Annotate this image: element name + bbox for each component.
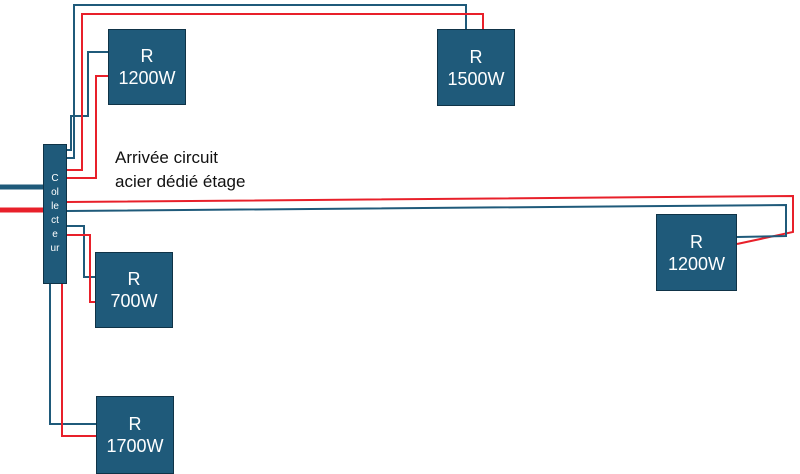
inlet-note-line2: acier dédié étage <box>115 172 246 191</box>
pipe-supply-r5 <box>49 284 96 425</box>
radiator-r2: R 1500W <box>437 29 515 106</box>
radiator-symbol: R <box>690 231 703 252</box>
collector-label-line: ol <box>51 187 59 198</box>
pipe-supply-r3 <box>66 203 787 238</box>
collector-label-line: ur <box>50 243 60 254</box>
radiator-r1: R 1200W <box>108 29 186 105</box>
radiator-r3: R 1200W <box>656 214 737 291</box>
collector-label-line: ct <box>51 215 59 226</box>
inlet-note-line1: Arrivée circuit <box>115 148 218 167</box>
radiator-r4: R 700W <box>95 252 173 328</box>
radiator-power: 1200W <box>118 68 176 88</box>
radiator-symbol: R <box>469 46 483 67</box>
radiator-power: 1500W <box>447 68 505 89</box>
pipe-return-r1 <box>67 75 108 179</box>
pipe-supply-r1 <box>67 51 108 151</box>
inlet-note: Arrivée circuit acier dédié étage <box>115 146 245 194</box>
radiator-symbol: R <box>140 46 154 66</box>
collector-label-line: e <box>52 229 58 240</box>
radiator-power: 700W <box>110 291 158 311</box>
pipe-return-r5 <box>61 284 96 437</box>
collector-label-line: C <box>51 173 59 184</box>
pipe-return-r4 <box>67 234 95 303</box>
radiator-symbol: R <box>127 269 141 289</box>
collector-manifold: C ol le ct e ur <box>43 144 67 284</box>
pipe-return-r3 <box>66 194 794 245</box>
collector-label-line: le <box>51 201 59 212</box>
radiator-power: 1200W <box>667 253 726 274</box>
radiator-power: 1700W <box>106 436 164 456</box>
radiator-r5: R 1700W <box>96 396 174 474</box>
pipe-return-r2 <box>67 13 484 171</box>
radiator-symbol: R <box>128 414 142 434</box>
